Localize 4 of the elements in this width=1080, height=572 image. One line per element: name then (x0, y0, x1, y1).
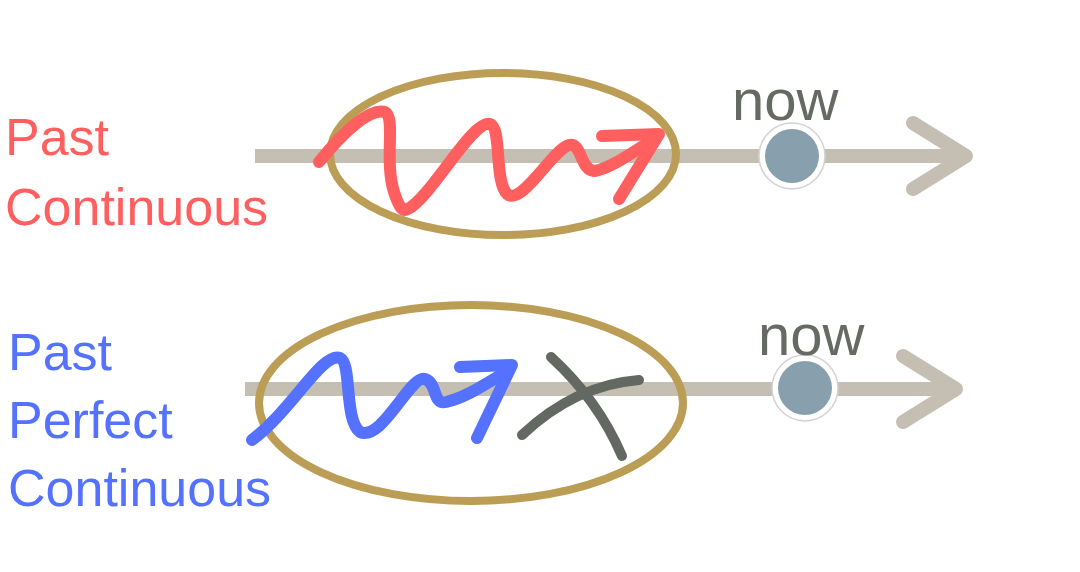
tense-label: Past Continuous (5, 107, 270, 238)
tense-label: Past Perfect Continuous (8, 322, 273, 519)
time-label: now (732, 71, 839, 129)
time-label: now (758, 306, 865, 364)
